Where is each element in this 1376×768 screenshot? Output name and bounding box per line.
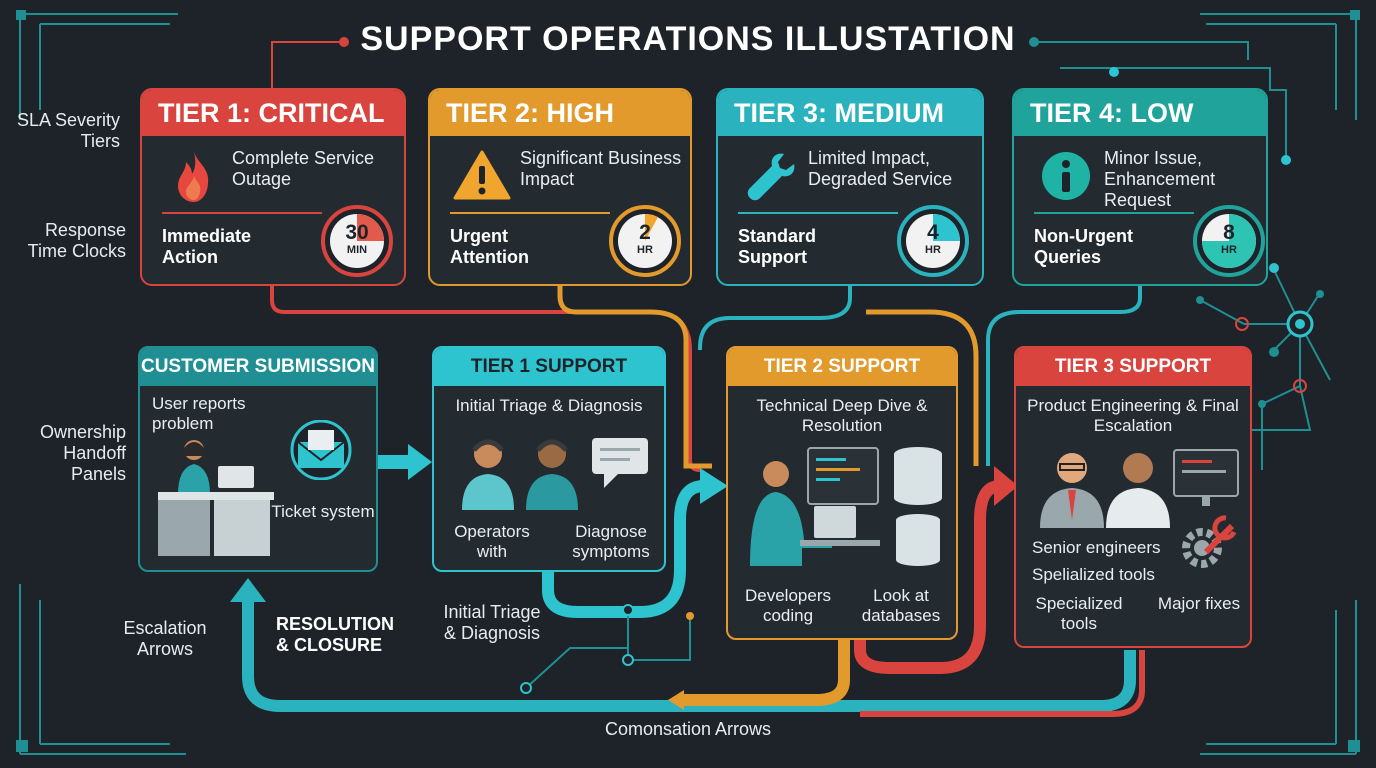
panel-title: TIER 3 SUPPORT [1016, 348, 1250, 386]
tier-action: Non-Urgent Queries [1034, 226, 1133, 267]
tier-description: Limited Impact, Degraded Service [808, 148, 953, 189]
corner-bracket-bottom-left [19, 584, 186, 755]
clock-dial-icon [321, 205, 393, 277]
clock-dial-icon [897, 205, 969, 277]
panel-caption: User reports problem [152, 394, 246, 433]
panel-subtitle: Technical Deep Dive & Resolution [756, 396, 928, 435]
panel-caption: Operators with [454, 522, 530, 561]
panel-tier1-support: TIER 1 SUPPORT Initial Triage & Diagnosi… [432, 346, 666, 572]
label-compensation-arrows: Comonsation Arrows [604, 719, 772, 739]
tier-action: Urgent Attention [450, 226, 529, 267]
operators-icon [462, 439, 578, 510]
tier-card-title: TIER 2: HIGH [430, 90, 690, 136]
label-resolution-closure: RESOLUTION & CLOSURE [276, 614, 395, 655]
panel-tier2-support: TIER 2 SUPPORT Technical Deep Dive & Res… [726, 346, 958, 640]
tier-description: Minor Issue, Enhancement Request [1104, 148, 1216, 210]
warning-icon [452, 146, 512, 206]
panel-caption: Senior engineers [1032, 538, 1161, 557]
corner-bracket-top-left [19, 13, 178, 120]
tier-action: Standard Support [738, 226, 817, 267]
info-icon [1036, 146, 1096, 206]
clock-dial-icon [609, 205, 681, 277]
chat-bubble-icon [592, 438, 648, 488]
clock-unit: HR [637, 244, 653, 256]
tier-card-medium: TIER 3: MEDIUM Limited Impact, Degraded … [716, 88, 984, 286]
clock-dial-icon [1193, 205, 1265, 277]
clock-unit: HR [925, 244, 941, 256]
corner-bracket-bottom-right [1200, 600, 1357, 755]
tier-description: Significant Business Impact [520, 148, 682, 189]
label-response-time-clocks: Response Time Clocks [27, 220, 126, 261]
response-clock: 8 HR [1192, 204, 1266, 278]
tier-card-title: TIER 4: LOW [1014, 90, 1266, 136]
divider [738, 212, 898, 214]
clock-value: 4 [927, 221, 939, 244]
divider [450, 212, 610, 214]
senior-engineers-icon [1040, 449, 1239, 528]
panel-caption: Look at databases [861, 586, 941, 625]
panel-title: TIER 1 SUPPORT [434, 348, 664, 386]
clock-value: 2 [639, 221, 651, 244]
wrench-icon [740, 146, 800, 206]
gear-wrench-icon [1182, 515, 1237, 568]
panel-caption: Spelialized tools [1032, 565, 1155, 584]
panel-caption: Diagnose symptoms [572, 522, 650, 561]
label-sla-severity-tiers: SLA Severity Tiers [16, 110, 120, 151]
label-initial-triage: Initial Triage & Diagnosis [443, 602, 541, 643]
label-escalation-arrows: Escalation Arrows [123, 618, 207, 659]
tier-card-critical: TIER 1: CRITICAL Complete Service Outage… [140, 88, 406, 286]
page-title: SUPPORT OPERATIONS ILLUSTATION [360, 20, 1016, 58]
envelope-icon [290, 420, 352, 480]
panel-caption: Specialized tools [1035, 594, 1123, 633]
developer-workstation-icon [750, 447, 942, 566]
response-clock: 2 HR [608, 204, 682, 278]
response-clock: 30 MIN [320, 204, 394, 278]
corner-bracket-top-right [1200, 13, 1357, 120]
clock-value: 8 [1223, 221, 1235, 244]
user-at-desk-icon [158, 440, 274, 556]
clock-unit: HR [1221, 244, 1237, 256]
panel-subtitle: Product Engineering & Final Escalation [1027, 396, 1239, 435]
tier-description: Complete Service Outage [232, 148, 375, 189]
divider [162, 212, 322, 214]
clock-unit: MIN [346, 244, 368, 256]
panel-title: CUSTOMER SUBMISSION [140, 348, 376, 386]
tier-action: Immediate Action [162, 226, 252, 267]
tier-card-title: TIER 1: CRITICAL [142, 90, 404, 136]
tier-card-low: TIER 4: LOW Minor Issue, Enhancement Req… [1012, 88, 1268, 286]
panel-caption: Ticket system [271, 502, 375, 521]
panel-tier3-support: TIER 3 SUPPORT Product Engineering & Fin… [1014, 346, 1252, 648]
response-clock: 4 HR [896, 204, 970, 278]
panel-subtitle: Initial Triage & Diagnosis [455, 396, 643, 415]
panel-caption: Major fixes [1157, 594, 1241, 613]
panel-customer-submission: CUSTOMER SUBMISSION User reports problem… [138, 346, 378, 572]
panel-caption: Developers coding [745, 586, 831, 625]
label-ownership-handoff-panels: Ownership Handoff Panels [39, 422, 126, 484]
tier-card-title: TIER 3: MEDIUM [718, 90, 982, 136]
panel-title: TIER 2 SUPPORT [728, 348, 956, 386]
tier-card-high: TIER 2: HIGH Significant Business Impact… [428, 88, 692, 286]
clock-value: 30 [345, 221, 369, 244]
divider [1034, 212, 1194, 214]
fire-icon [164, 146, 224, 206]
